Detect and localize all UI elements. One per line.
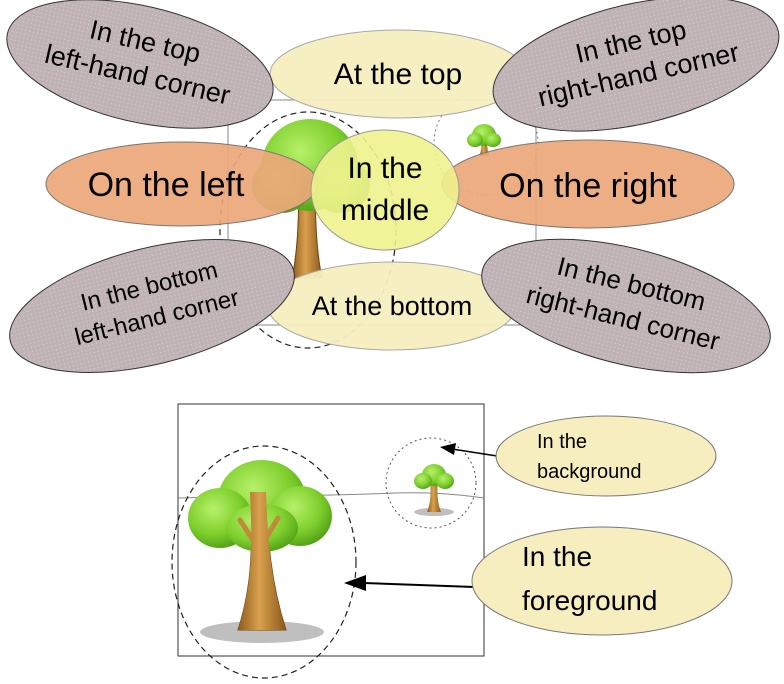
label-foreground-line2: foreground <box>522 585 657 616</box>
label-bottom-left: In the bottom left-hand corner <box>9 239 295 373</box>
label-right: On the right <box>441 139 735 229</box>
foreground-dashed-circle-bottom <box>171 445 357 679</box>
background-dotted-circle-bottom <box>385 437 477 529</box>
label-bottom: At the bottom <box>267 261 517 351</box>
label-left-text: On the left <box>88 166 245 204</box>
label-background: In the background <box>495 415 717 497</box>
label-foreground: In the foreground <box>471 526 733 636</box>
tree-background-icon <box>414 464 454 516</box>
label-bottom-text: At the bottom <box>312 291 473 321</box>
label-top-left: In the top left-hand corner <box>6 0 274 129</box>
label-top-text: At the top <box>334 58 462 91</box>
arrow-to-background <box>440 443 498 457</box>
tree-foreground-icon <box>188 460 332 643</box>
arrow-to-foreground <box>344 575 475 591</box>
label-background-line1: In the <box>537 431 587 453</box>
label-left: On the left <box>45 141 319 227</box>
label-top-right: In the top right-hand corner <box>492 0 780 132</box>
label-middle-line2: middle <box>341 194 429 227</box>
label-foreground-line1: In the <box>522 541 592 572</box>
label-middle-line1: In the <box>347 152 422 185</box>
label-middle: In the middle <box>310 129 460 251</box>
top-diagram: At the top In the top left-hand corner I… <box>6 0 780 374</box>
label-top: At the top <box>269 29 527 119</box>
label-background-line2: background <box>537 461 642 483</box>
label-right-text: On the right <box>499 167 677 205</box>
bottom-diagram: In the background In the foreground <box>171 403 733 679</box>
